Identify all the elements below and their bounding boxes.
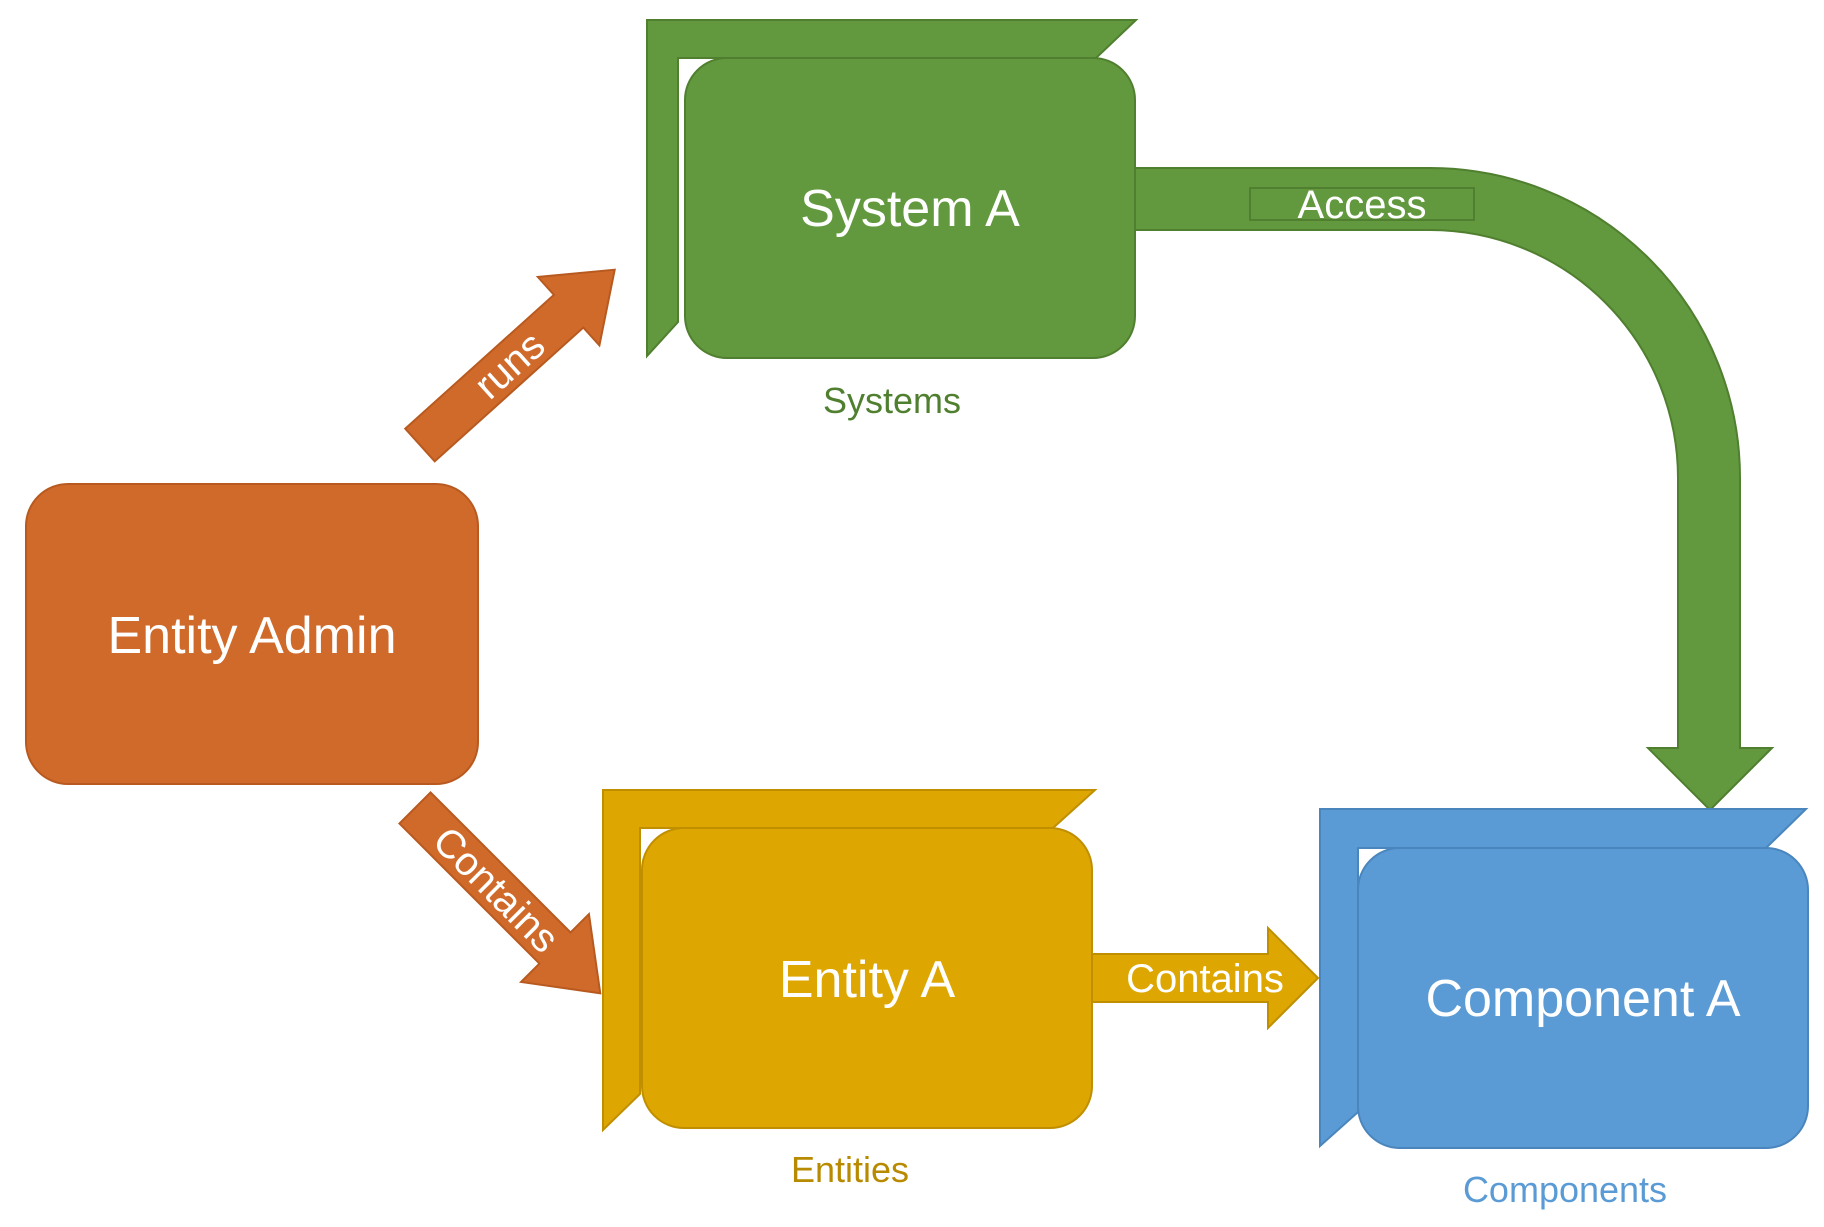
component-a-node[interactable] [1357,847,1809,1149]
entity-a-label: Entity A [779,951,956,1009]
access-label: Access [1298,183,1427,227]
entity-contains-label: Contains [1126,957,1284,1001]
components-frame [1319,808,1809,1149]
systems-group: System A Systems [646,19,1139,421]
access-label-box [1249,187,1475,221]
system-a-label: System A [800,180,1020,238]
runs-arrow: runs [403,268,616,463]
admin-contains-arrow: Contains [398,791,602,995]
components-group-label: Components [1463,1169,1667,1210]
admin-contains-label: Contains [424,819,567,962]
runs-arrow-body [403,268,616,463]
entity-contains-arrow-body [1091,925,1320,1031]
entities-group-label: Entities [791,1149,909,1190]
components-group: Component A Components [1319,808,1809,1210]
component-a-label: Component A [1425,970,1740,1028]
access-arrow: Access [1133,167,1775,812]
access-arrow-body [1133,167,1775,812]
entities-frame [602,789,1098,1133]
system-a-node[interactable] [684,57,1136,359]
systems-group-label: Systems [823,380,961,421]
entity-contains-arrow: Contains [1091,925,1320,1031]
entity-admin-label: Entity Admin [107,607,396,665]
entities-group: Entity A Entities [602,789,1098,1190]
systems-frame [646,19,1139,359]
entity-a-node[interactable] [641,827,1093,1129]
entity-admin-node[interactable] [25,483,479,785]
entity-admin-group: Entity Admin [25,483,479,785]
admin-contains-arrow-body [398,791,602,995]
